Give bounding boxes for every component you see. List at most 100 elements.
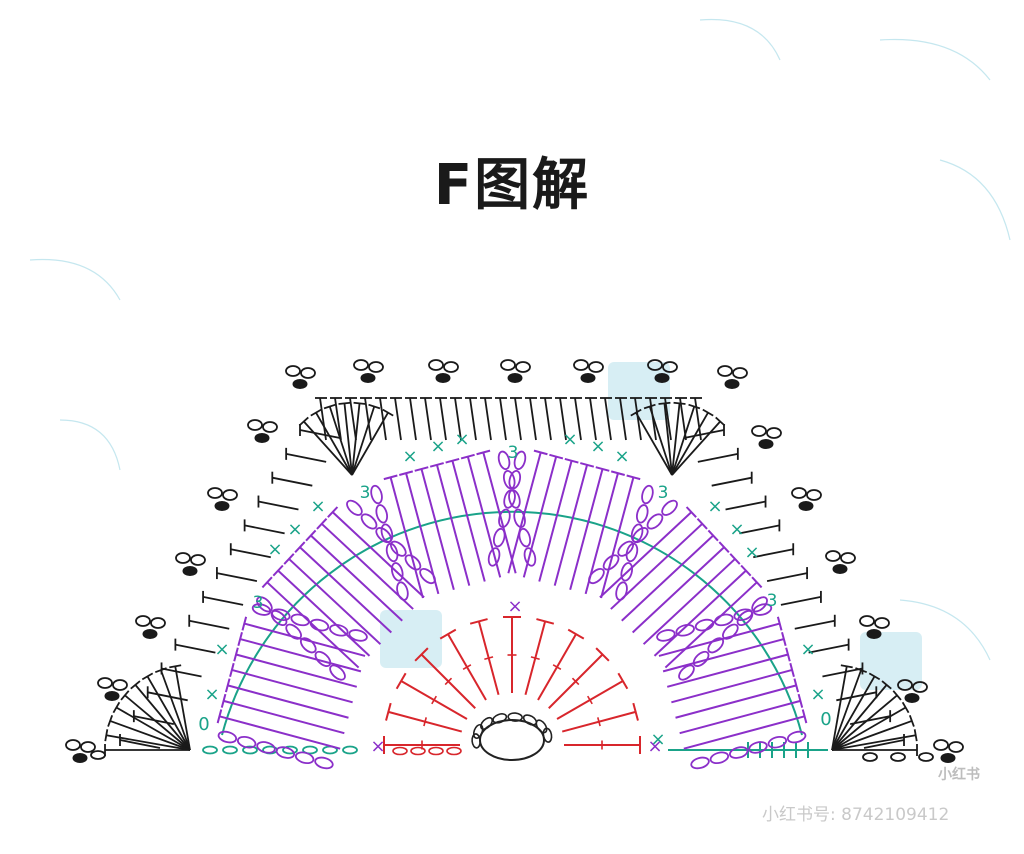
chain-stitch xyxy=(675,623,695,637)
single-crochet-mark: × xyxy=(267,539,282,560)
single-crochet-mark: × xyxy=(214,639,229,660)
stitch-cross-bar xyxy=(530,656,540,661)
stitch-top-bar xyxy=(272,564,284,577)
chain-stitch xyxy=(428,746,444,756)
slip-stitch xyxy=(866,629,882,639)
treble-stitch xyxy=(675,684,797,719)
mesh-arc xyxy=(221,510,803,736)
chain-stitch xyxy=(90,750,106,760)
single-crochet-mark: × xyxy=(287,519,302,540)
edge-stitch xyxy=(109,720,191,751)
chain-stitch xyxy=(523,547,537,567)
stitch-top-bar xyxy=(294,541,306,554)
picot-loop xyxy=(207,487,223,499)
single-crochet-mark: × xyxy=(562,429,577,450)
edge-stitch xyxy=(244,524,285,535)
stitch-cross-bar xyxy=(444,677,453,686)
single-crochet-mark: × xyxy=(744,542,759,563)
chain-stitch xyxy=(503,489,516,509)
stitch-top-bar xyxy=(439,628,457,640)
stitch-top-bar xyxy=(261,576,273,589)
chain-stitch xyxy=(497,450,511,471)
stitch-top-bar xyxy=(580,462,595,468)
single-crochet-mark: × xyxy=(650,729,665,750)
picot-loop xyxy=(588,361,604,373)
chain-stitch xyxy=(256,741,276,754)
slip-stitch xyxy=(360,373,376,383)
chain-stitch xyxy=(390,562,404,582)
chain-stitch xyxy=(282,745,298,755)
edge-stitch xyxy=(649,397,657,441)
stitch-top-bar xyxy=(610,470,625,476)
chain-stitch xyxy=(404,554,422,571)
edge-stitch xyxy=(216,572,258,582)
picot-loop xyxy=(825,550,841,562)
treble-stitch xyxy=(599,511,693,599)
edge-stitch xyxy=(574,397,582,441)
treble-stitch xyxy=(631,546,725,634)
treble-stitch xyxy=(231,668,353,704)
edge-stitch xyxy=(409,397,417,441)
picot-loop xyxy=(80,741,96,753)
edge-stitch xyxy=(334,397,342,441)
edge-stitch xyxy=(559,397,567,441)
chain-stitch xyxy=(392,746,408,756)
edge-stitch xyxy=(635,412,673,476)
single-crochet-mark: × xyxy=(454,429,469,450)
slip-stitch xyxy=(507,373,523,383)
edge-stitch xyxy=(439,397,447,441)
stitch-top-bar xyxy=(395,672,407,690)
stitch-top-bar xyxy=(445,457,460,464)
single-crochet-mark: × xyxy=(430,436,445,457)
treble-stitch xyxy=(244,622,366,657)
stitch-top-bar xyxy=(469,618,488,625)
treble-stitch xyxy=(679,699,801,735)
chain-stitch xyxy=(275,746,296,759)
background-scribble xyxy=(899,599,991,661)
stitch-top-bar xyxy=(707,529,719,542)
edge-stitch xyxy=(831,666,848,751)
single-crochet-mark: × xyxy=(590,436,605,457)
slip-stitch xyxy=(142,629,158,639)
edge-stitch xyxy=(349,397,357,441)
stitch-top-bar xyxy=(323,403,336,410)
stitch-top-bar xyxy=(316,518,328,530)
edge-stitch xyxy=(119,739,161,749)
watermark: 小红书号: 8742109412 xyxy=(762,805,950,825)
chain-stitch xyxy=(767,735,788,749)
stitch-top-bar xyxy=(338,401,351,405)
stitch-top-bar xyxy=(793,678,800,693)
stitch-top-bar xyxy=(840,664,853,669)
edge-stitch xyxy=(634,397,642,441)
chain-stitch xyxy=(661,499,678,516)
edge-stitch xyxy=(831,669,862,751)
edge-stitch xyxy=(671,420,721,476)
treble-stitch xyxy=(507,452,542,574)
stitch-top-bar xyxy=(112,701,121,714)
chain-stitch xyxy=(632,527,649,544)
picot-loop xyxy=(806,489,822,501)
edge-stitch xyxy=(175,643,216,654)
background-scribble xyxy=(699,18,781,61)
stitch-top-bar xyxy=(781,632,787,647)
stitch-top-bar xyxy=(429,462,444,468)
treble-stitch xyxy=(621,534,714,622)
stitch-top-bar xyxy=(632,702,639,721)
stitch-top-bar xyxy=(702,408,714,417)
edge-stitch xyxy=(230,548,271,559)
treble-stitch xyxy=(466,456,502,578)
edge-stitch xyxy=(725,500,766,511)
stitch-top-bar xyxy=(460,453,475,460)
edge-stitch xyxy=(124,694,191,751)
background-wash xyxy=(29,18,1011,690)
stitch-top-bar xyxy=(141,672,154,681)
chain-stitch xyxy=(733,608,753,621)
picot-loop xyxy=(65,739,81,751)
chain-count-label: 3 xyxy=(508,443,519,463)
picot-loop xyxy=(717,365,733,377)
slip-stitch xyxy=(292,379,308,389)
picot-loop xyxy=(791,487,807,499)
chain-stitch xyxy=(602,554,620,571)
chain-stitch xyxy=(507,712,523,722)
